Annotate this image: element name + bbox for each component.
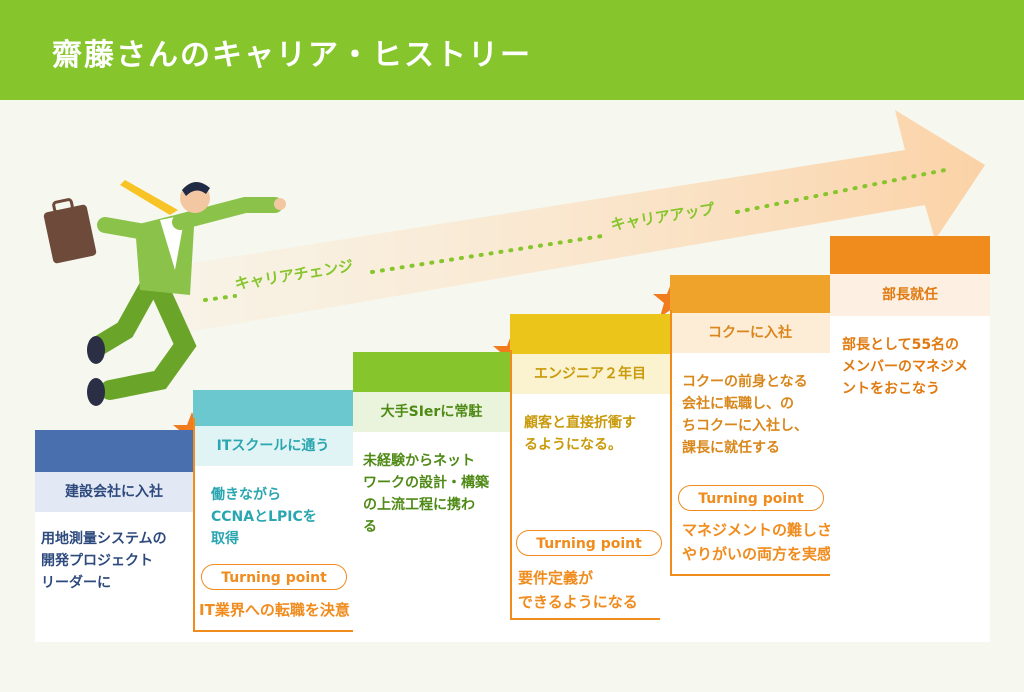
step-description: コクーの前身となる会社に転職し、のちコクーに入社し、課長に就任する [682, 374, 808, 456]
businessman-icon [43, 180, 286, 406]
turning-point-badge: Turning point [678, 485, 824, 511]
step-title: 部長就任 [830, 274, 990, 316]
step-description: 未経験からネットワークの設計・構築の上流工程に携わる [363, 453, 489, 535]
step-sier: 大手SIerに常駐 未経験からネットワークの設計・構築の上流工程に携わる [353, 352, 510, 642]
step-department-head: 部長就任 部長として55名のメンバーのマネジメントをおこなう [830, 236, 990, 642]
step-cocoo-join: コクーに入社 コクーの前身となる会社に転職し、のちコクーに入社し、課長に就任する… [670, 275, 847, 642]
career-arrow [150, 110, 985, 335]
turning-point-result: IT業界への転職を決意 [199, 601, 350, 619]
step-construction: 建設会社に入社 用地測量システムの開発プロジェクトリーダーに [35, 430, 193, 642]
step-description: 顧客と直接折衝するようになる。 [524, 415, 636, 453]
turning-point-result: マネジメントの難しさとやりがいの両方を実感 [682, 521, 848, 563]
step-title: エンジニア２年目 [510, 354, 670, 394]
step-title: 建設会社に入社 [35, 472, 193, 512]
page-title: 齋藤さんのキャリア・ヒストリー [52, 38, 532, 73]
step-title: コクーに入社 [670, 313, 830, 353]
turning-point-badge: Turning point [516, 530, 662, 556]
step-description: 部長として55名のメンバーのマネジメントをおこなう [842, 337, 968, 397]
step-description: 用地測量システムの開発プロジェクトリーダーに [41, 531, 167, 591]
step-engineer-2nd-year: エンジニア２年目 顧客と直接折衝するようになる。 Turning point 要… [510, 314, 670, 642]
step-title: ITスクールに通う [193, 426, 353, 466]
step-title: 大手SIerに常駐 [353, 392, 510, 432]
turning-point-badge: Turning point [201, 564, 347, 590]
turning-point-result: 要件定義ができるようになる [518, 569, 638, 611]
header-banner: 齋藤さんのキャリア・ヒストリー [0, 0, 1024, 100]
